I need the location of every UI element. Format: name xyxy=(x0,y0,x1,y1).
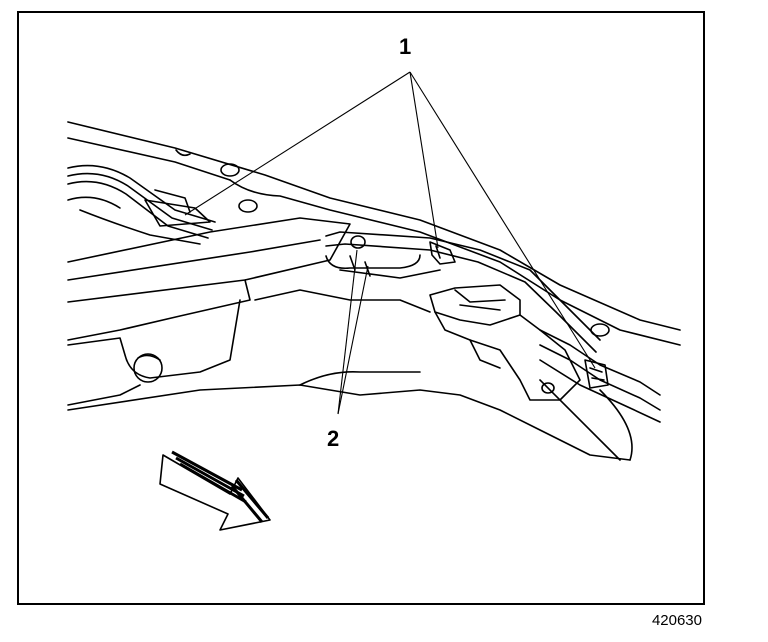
callout-1-label: 1 xyxy=(399,34,412,59)
right-rail-clip xyxy=(539,329,661,461)
leader-lines-callout-2 xyxy=(337,249,369,415)
frame-boss-1 xyxy=(220,163,240,177)
callout-2-label: 2 xyxy=(327,426,340,451)
diagram-border xyxy=(17,11,705,605)
lower-pan xyxy=(67,299,241,379)
frame-rail-upper xyxy=(67,121,681,331)
cross-member xyxy=(67,217,351,303)
pan-plug xyxy=(133,353,163,383)
center-pipe-bundle xyxy=(325,231,601,353)
frame-rail-lower xyxy=(67,384,631,461)
leader-lines-callout-1 xyxy=(184,71,596,369)
left-pipe-bundle xyxy=(67,164,216,245)
frame-boss-2 xyxy=(238,199,258,213)
figure-number: 420630 xyxy=(651,612,702,629)
forward-direction-arrow xyxy=(159,450,271,531)
suspension-bracket xyxy=(429,284,581,401)
